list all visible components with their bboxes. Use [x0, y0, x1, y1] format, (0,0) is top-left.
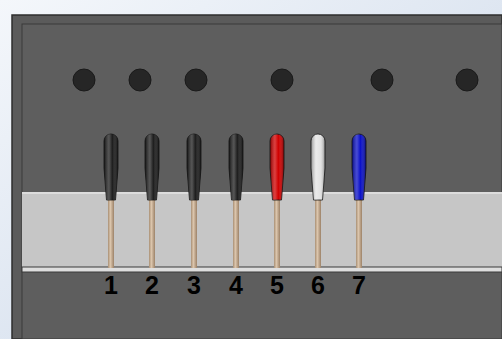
pin	[104, 134, 118, 268]
label-slot: 4	[221, 273, 251, 298]
pins	[104, 134, 366, 268]
pin-cap	[352, 134, 366, 200]
pin	[229, 134, 243, 268]
pin-cap	[270, 134, 284, 200]
pin-cap-shade	[187, 134, 201, 200]
band-lip	[22, 267, 502, 272]
pin-cap	[229, 134, 243, 200]
pin-cap	[104, 134, 118, 200]
pin-stem	[191, 198, 197, 268]
pin	[145, 134, 159, 268]
pin-stem	[356, 198, 362, 268]
callout-number: 3	[187, 271, 201, 299]
pin	[187, 134, 201, 268]
label-slot: 7	[344, 273, 374, 298]
panel-face	[22, 24, 502, 339]
band-edge	[22, 192, 502, 194]
pin-cap	[187, 134, 201, 200]
pin-cap-shade	[352, 134, 366, 200]
pin-stem	[233, 198, 239, 268]
callout-number: 4	[229, 271, 243, 299]
pin-stem	[274, 198, 280, 268]
label-slot: 2	[137, 273, 167, 298]
label-slot: 1	[96, 273, 126, 298]
pin-cap	[145, 134, 159, 200]
label-slot: 3	[179, 273, 209, 298]
callout-number: 2	[145, 271, 159, 299]
label-slot: 6	[303, 273, 333, 298]
label-slot: 5	[262, 273, 292, 298]
holes	[73, 69, 478, 91]
callout-number: 6	[311, 271, 325, 299]
pin-cap-shade	[270, 134, 284, 200]
callout-number: 7	[352, 271, 366, 299]
callout-number: 5	[270, 271, 284, 299]
pin	[311, 134, 325, 268]
pin-stem	[108, 198, 114, 268]
pin-cap	[311, 134, 325, 200]
callout-number: 1	[104, 271, 118, 299]
pin-cap-shade	[311, 134, 325, 200]
band	[22, 193, 502, 269]
pin-cap-shade	[104, 134, 118, 200]
pin-stem	[315, 198, 321, 268]
pin-cap-shade	[145, 134, 159, 200]
pin-stem	[149, 198, 155, 268]
panel	[12, 15, 502, 339]
pin	[270, 134, 284, 268]
pin	[352, 134, 366, 268]
pin-cap-shade	[229, 134, 243, 200]
